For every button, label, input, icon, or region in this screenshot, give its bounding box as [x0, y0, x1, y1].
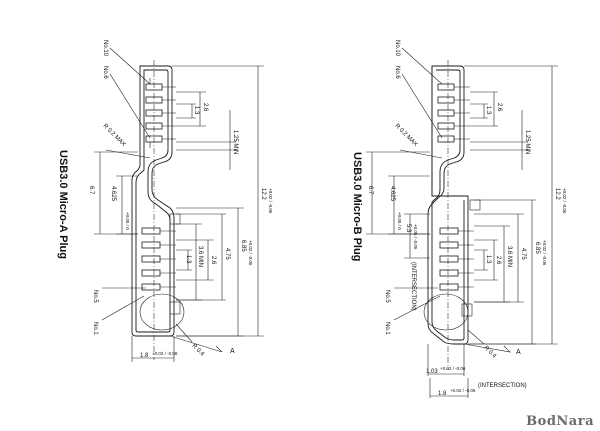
dim-2-6-bot: 2.6 [495, 256, 501, 265]
dim-1-25-min: 1.25 MIN [232, 130, 238, 154]
dim-6-7: 6.7 [367, 186, 373, 195]
dim-1-3-top: 1.3 [193, 106, 199, 115]
pin [439, 269, 459, 277]
dim-4-75: 4.75 [224, 248, 230, 260]
label-r02max: R 0.2 MAX [102, 123, 127, 148]
watermark-logo: BodNara [526, 414, 594, 429]
dim-6-85: 6.85 [534, 242, 540, 254]
dim-4-75: 4.75 [520, 248, 526, 260]
label-no6: No.6 [394, 66, 400, 79]
label-r02max: R 0.2 MAX [394, 123, 419, 148]
detail-circle [423, 293, 469, 331]
latch [169, 301, 181, 315]
micro-b-upper-pins [437, 83, 470, 143]
label-no6: No.6 [102, 66, 108, 79]
dim-2-6-top: 2.6 [496, 103, 502, 112]
dim-1-8-tol: +0.02 / -0.08 [152, 351, 178, 356]
micro-b-plug-drawing: USB3.0 Micro-B Plug No.10 No.6 [351, 40, 567, 398]
dim-4-625: 4.625 [389, 186, 395, 202]
label-arrow-a: A [230, 348, 235, 355]
dim-12-2: 12.2 [260, 188, 266, 200]
label-no10: No.10 [394, 40, 400, 57]
latch [461, 303, 473, 317]
dim-1-8: 1.8 [438, 391, 447, 397]
pin [437, 135, 455, 143]
dim-2-6-bot: 2.6 [210, 256, 216, 265]
pin [141, 269, 161, 277]
pin [437, 96, 455, 104]
dim-1-25-min: 1.25 MIN [524, 130, 530, 154]
dim-4-625-tol: +0.05 / 0 [125, 212, 130, 230]
dim-1-8-tol: +0.02 / -0.06 [450, 388, 476, 393]
dim-1-03-note: (INTERSECTION) [478, 383, 527, 389]
dim-12-2-tol: +0.02 / -0.06 [562, 188, 567, 214]
dim-4-625-tol: +0.05 / 0 [397, 212, 402, 230]
label-no5: No.5 [92, 290, 98, 303]
dim-1-3-bot: 1.3 [185, 255, 191, 264]
pin [437, 109, 455, 117]
label-no1: No.1 [384, 322, 390, 335]
dim-12-2: 12.2 [554, 188, 560, 200]
pin [439, 227, 459, 235]
dim-4-625: 4.625 [110, 186, 116, 202]
micro-a-plug-drawing: USB3.0 Micro-A Plug [57, 40, 273, 362]
dim-1-8: 1.8 [140, 353, 149, 359]
dim-5-3: 5.3 [405, 224, 411, 233]
latch [469, 199, 481, 211]
label-intersection: (INTERSECTION) [410, 262, 416, 311]
label-no1: No.1 [92, 322, 98, 335]
dim-6-7: 6.7 [88, 186, 94, 195]
pin [437, 122, 455, 130]
pin [439, 283, 459, 291]
micro-a-inner-shell [135, 69, 171, 333]
micro-a-title: USB3.0 Micro-A Plug [57, 150, 69, 259]
micro-a-outer-shell [131, 65, 175, 337]
label-no10: No.10 [102, 40, 108, 57]
dim-3-6-min: 3.6 MIN [197, 246, 203, 267]
micro-b-lower-pins [439, 199, 481, 317]
dim-6-85-tol: +0.02 / -0.06 [248, 240, 253, 266]
dim-1-03: 1.03 [426, 369, 438, 375]
pin [437, 83, 455, 91]
micro-b-inner-shell [431, 69, 465, 341]
latch [169, 213, 181, 225]
label-arrow-a: A [516, 349, 521, 356]
pin [141, 255, 161, 263]
label-r04: R 0.4 [191, 343, 206, 358]
dim-1-3-bot: 1.3 [485, 255, 491, 264]
micro-a-lower-pins [141, 213, 181, 315]
label-no5: No.5 [384, 290, 390, 303]
dim-1-03-tol: +0.02 / -0.06 [440, 366, 466, 371]
dim-5-3-tol: +0.05 / -0.05 [413, 224, 418, 250]
dim-6-85-tol: +0.02 / -0.06 [542, 240, 547, 266]
pin [141, 241, 161, 249]
pin [141, 283, 161, 291]
dim-2-6-top: 2.6 [202, 103, 208, 112]
dim-12-2-tol: +0.02 / -0.06 [268, 188, 273, 214]
micro-a-upper-pins [145, 78, 176, 148]
dim-3-6-min: 3.6 MIN [506, 246, 512, 267]
micro-b-title: USB3.0 Micro-B Plug [351, 152, 363, 261]
pin [439, 241, 459, 249]
dim-6-85: 6.85 [240, 240, 246, 252]
pin [439, 255, 459, 263]
pin [141, 227, 161, 235]
dim-1-3-top: 1.3 [485, 106, 491, 115]
detail-circle [139, 293, 185, 331]
